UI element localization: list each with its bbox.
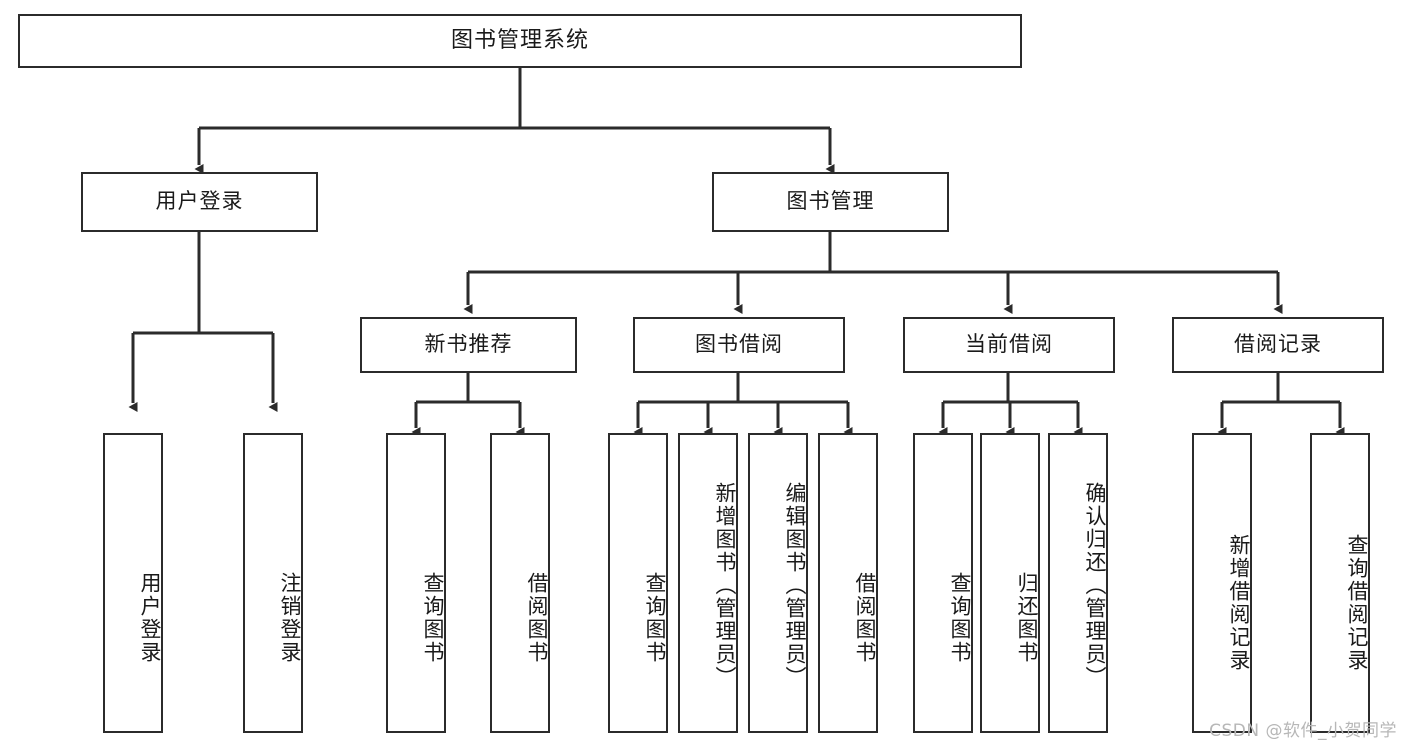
leaf-borrow-books-recommendation[interactable]: 借阅图书	[490, 433, 550, 733]
leaf-add-book-admin[interactable]: 新增图书（管理员）	[678, 433, 738, 733]
leaf-return-books[interactable]: 归还图书	[980, 433, 1040, 733]
node-new-book-recommendation[interactable]: 新书推荐	[360, 317, 577, 373]
leaf-add-borrowing-record[interactable]: 新增借阅记录	[1192, 433, 1252, 733]
node-user-login[interactable]: 用户登录	[81, 172, 318, 232]
leaf-user-login[interactable]: 用户登录	[103, 433, 163, 733]
leaf-query-books-current[interactable]: 查询图书	[913, 433, 973, 733]
leaf-query-borrowing-record[interactable]: 查询借阅记录	[1310, 433, 1370, 733]
node-book-borrowing[interactable]: 图书借阅	[633, 317, 845, 373]
node-borrowing-records[interactable]: 借阅记录	[1172, 317, 1384, 373]
node-current-borrowing[interactable]: 当前借阅	[903, 317, 1115, 373]
leaf-edit-book-admin[interactable]: 编辑图书（管理员）	[748, 433, 808, 733]
leaf-borrow-books-borrowing[interactable]: 借阅图书	[818, 433, 878, 733]
node-book-management[interactable]: 图书管理	[712, 172, 949, 232]
node-root-library-management-system[interactable]: 图书管理系统	[18, 14, 1022, 68]
leaf-logout[interactable]: 注销登录	[243, 433, 303, 733]
leaf-query-books-recommendation[interactable]: 查询图书	[386, 433, 446, 733]
csdn-watermark: CSDN @软件_小贺同学	[1209, 721, 1397, 741]
leaf-query-books-borrowing[interactable]: 查询图书	[608, 433, 668, 733]
leaf-confirm-return-admin[interactable]: 确认归还（管理员）	[1048, 433, 1108, 733]
